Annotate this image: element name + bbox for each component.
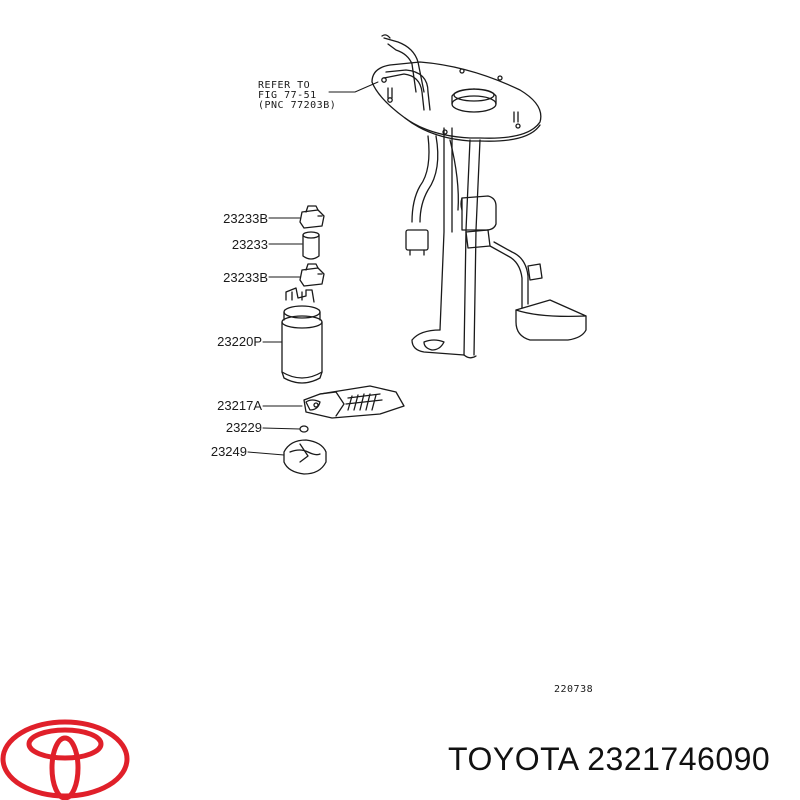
refer-pnc-label: (PNC 77203B) <box>258 100 336 111</box>
label-23233: 23233 <box>232 237 268 252</box>
part-23233b-clamp-top <box>299 205 325 229</box>
label-23220p: 23220P <box>217 334 262 349</box>
refer-to-label: REFER TO <box>258 80 310 91</box>
part-23233-hose <box>302 231 320 260</box>
fuel-pump-bracket-assembly <box>371 34 587 359</box>
leader-23229 <box>262 427 301 430</box>
label-23217a: 23217A <box>217 398 262 413</box>
label-23233b-bottom: 23233B <box>223 270 268 285</box>
leader-refer <box>328 81 379 93</box>
part-23229-ring <box>299 425 309 433</box>
part-23233b-clamp-bottom <box>299 263 325 287</box>
leader-23249 <box>247 451 285 456</box>
toyota-logo-icon <box>0 719 130 800</box>
label-23229: 23229 <box>226 420 262 435</box>
part-23249-cushion <box>283 439 327 475</box>
part-23217a-filter <box>303 385 405 419</box>
label-23249: 23249 <box>211 444 247 459</box>
brand-caption: TOYOTA 2321746090 <box>448 741 771 777</box>
refer-fig-label: FIG 77-51 <box>258 90 317 101</box>
label-23233b-top: 23233B <box>223 211 268 226</box>
figure-number: 220738 <box>554 684 593 695</box>
leader-lines <box>247 81 379 456</box>
part-23220p-fuel-pump <box>281 287 323 384</box>
